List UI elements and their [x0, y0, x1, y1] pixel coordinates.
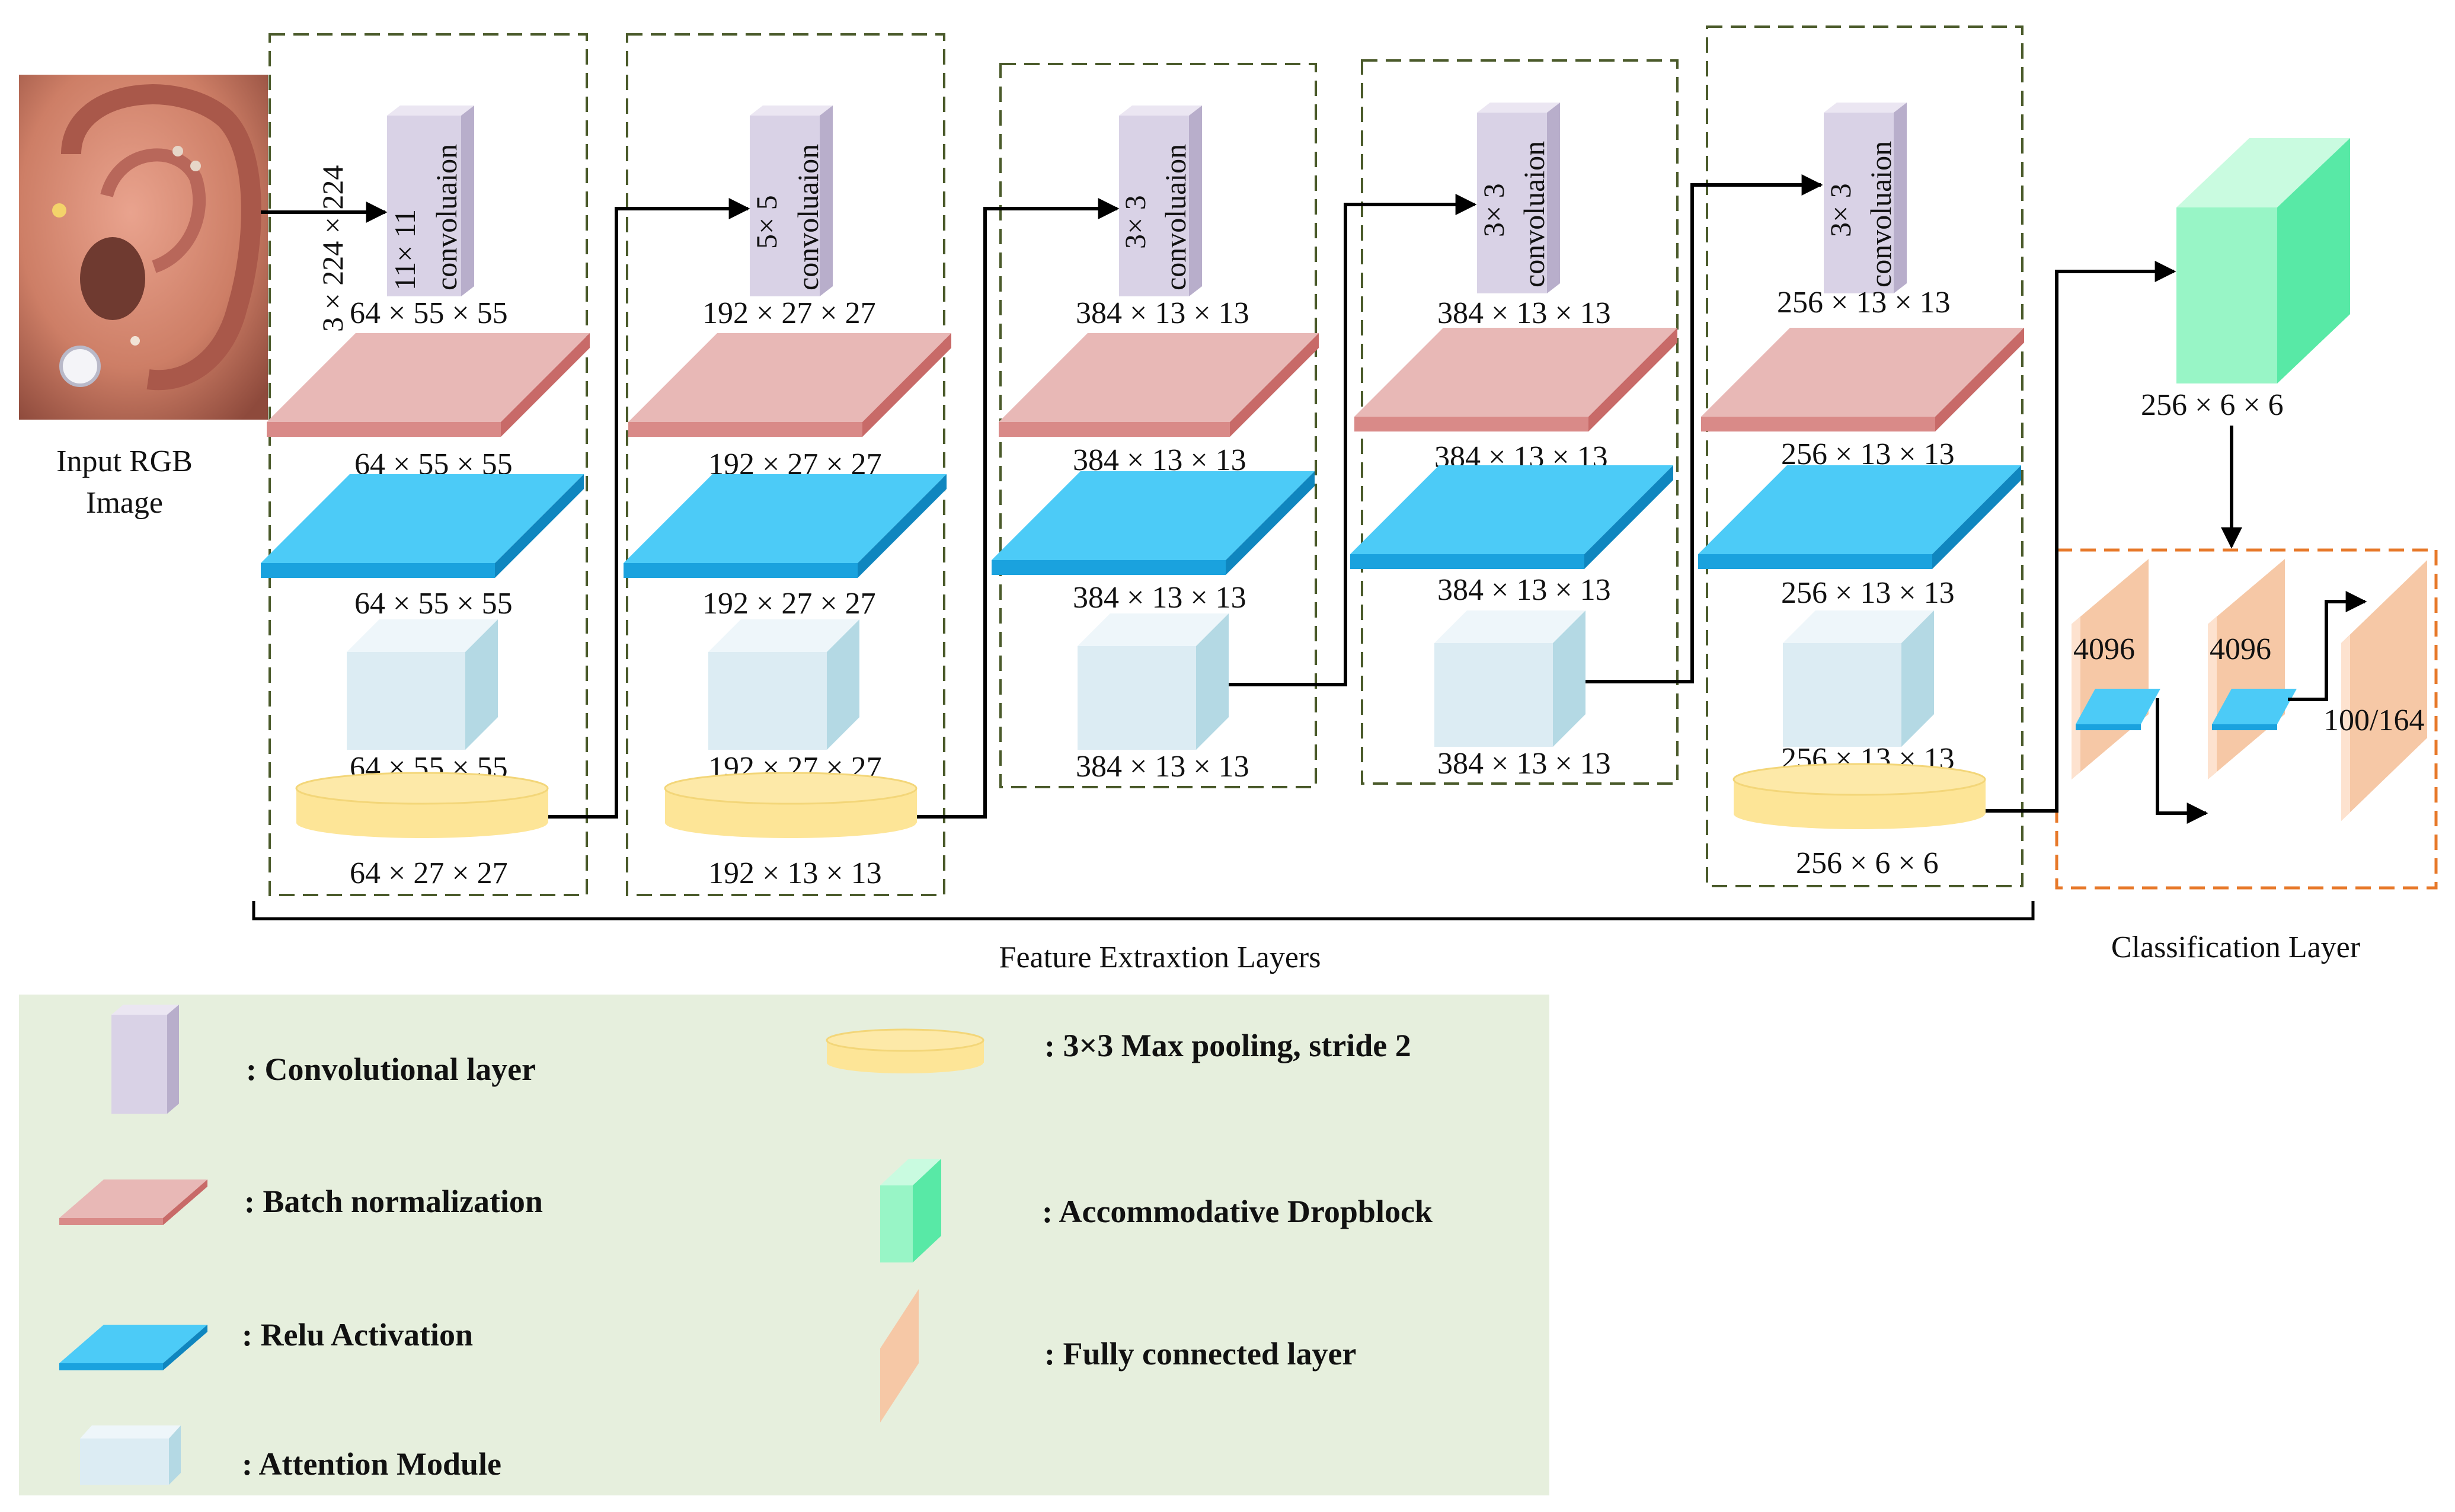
- arrow-block-5-to-dropblock: [1986, 261, 2176, 813]
- legend-conv-label: : Convolutional layer: [246, 1051, 536, 1087]
- legend: : Convolutional layer : Batch normalizat…: [19, 995, 1549, 1495]
- block-3-relu-output: 384 × 13 × 13: [1073, 581, 1246, 615]
- block-1-conv-label-2: convoluaion: [430, 144, 463, 290]
- legend-attention-icon: [80, 1425, 181, 1485]
- input-ear-image: [19, 75, 268, 420]
- block-3-attention-output: 384 × 13 × 13: [1076, 750, 1249, 784]
- feature-block-5: 3× 3 convoluaion 256 × 13 × 13 256 × 13 …: [1698, 25, 2024, 887]
- feature-extraction-bracket: [252, 901, 2035, 920]
- block-2-batchnorm-layer: [628, 333, 951, 437]
- classification-layer-label: Classification Layer: [2111, 931, 2360, 964]
- arrow-fc1-to-fc2: [2156, 698, 2208, 824]
- block-2-maxpool: [664, 772, 918, 838]
- fc-output-label: 100/164: [2323, 704, 2424, 737]
- arrow-block-2-to-block-3: [917, 198, 1120, 819]
- block-4-conv-label-2: convoluaion: [1517, 141, 1551, 287]
- block-2-conv-label-2: convoluaion: [791, 144, 824, 290]
- block-4-relu-layer: [1350, 465, 1673, 569]
- legend-attention-label: : Attention Module: [242, 1446, 501, 1482]
- block-5-conv-label-2: convoluaion: [1864, 141, 1897, 287]
- feature-block-4: 3× 3 convoluaion 384 × 13 × 13 384 × 13 …: [1350, 59, 1679, 785]
- legend-bn-label: : Batch normalization: [244, 1184, 543, 1219]
- block-5-conv-output: 256 × 13 × 13: [1777, 286, 1951, 319]
- fc-layer-2: [2208, 559, 2285, 779]
- legend-bn-icon: [59, 1179, 207, 1225]
- block-5-border: [1706, 25, 2024, 887]
- fc-layer-1: [2072, 559, 2149, 779]
- legend-dropblock-label: : Accommodative Dropblock: [1042, 1194, 1433, 1229]
- arrow-block-4-to-block-5: [1585, 174, 1823, 683]
- fc-2-label: 4096: [2210, 632, 2271, 666]
- block-3-attention-module: [1078, 613, 1229, 750]
- block-1-relu-layer: [261, 474, 584, 578]
- legend-background: [19, 995, 1549, 1495]
- fc-1-label: 4096: [2073, 632, 2135, 666]
- input-dims-label: 3 × 224 × 224: [316, 165, 349, 332]
- block-5-pool-output: 256 × 6 × 6: [1796, 846, 1939, 880]
- block-4-conv-label-1: 3× 3: [1477, 183, 1510, 237]
- block-1-pool-output: 64 × 27 × 27: [350, 856, 508, 890]
- block-4-conv-layer: [1477, 103, 1560, 293]
- legend-conv-icon: [111, 1005, 179, 1114]
- block-2-attention-module: [708, 619, 859, 750]
- block-4-attention-output: 384 × 13 × 13: [1437, 747, 1611, 781]
- block-1-attention-module: [347, 619, 498, 750]
- block-2-conv-label-1: 5× 5: [750, 195, 783, 249]
- block-3-conv-layer: [1119, 106, 1202, 296]
- block-2-conv-layer: [750, 106, 833, 296]
- block-5-conv-label-1: 3× 3: [1824, 183, 1857, 237]
- block-5-conv-layer: [1824, 103, 1907, 293]
- feature-block-1: 11× 11 convoluaion 64 × 55 × 55 64 × 55 …: [261, 33, 590, 896]
- block-2-border: [626, 33, 945, 896]
- block-5-relu-layer: [1698, 465, 2021, 569]
- block-1-conv-layer: [387, 106, 474, 296]
- block-1-relu-output: 64 × 55 × 55: [354, 587, 513, 621]
- block-1-conv-label-1: 11× 11: [388, 209, 421, 290]
- block-1-border: [268, 33, 588, 896]
- fc-layer-output: [2341, 560, 2427, 821]
- legend-pool-icon: [826, 1028, 984, 1073]
- block-5-batchnorm-layer: [1701, 328, 2024, 431]
- block-2-relu-output: 192 × 27 × 27: [702, 587, 876, 621]
- legend-relu-icon: [59, 1325, 207, 1370]
- fc-relu-1: [2076, 689, 2160, 730]
- dropblock-output: 256 × 6 × 6: [2141, 388, 2284, 422]
- feature-block-3: 3× 3 convoluaion 384 × 13 × 13 384 × 13 …: [992, 63, 1319, 788]
- feature-block-2: 5× 5 convoluaion 192 × 27 × 27 192 × 27 …: [624, 33, 951, 896]
- legend-fc-icon: [880, 1289, 919, 1423]
- block-3-conv-label-1: 3× 3: [1118, 195, 1152, 249]
- block-4-attention-module: [1434, 610, 1585, 747]
- legend-pool-label: : 3×3 Max pooling, stride 2: [1044, 1028, 1411, 1063]
- block-1-batchnorm-layer: [267, 333, 590, 437]
- block-2-relu-layer: [624, 474, 947, 578]
- block-1-conv-output: 64 × 55 × 55: [350, 296, 508, 330]
- legend-fc-label: : Fully connected layer: [1044, 1336, 1356, 1372]
- block-2-pool-output: 192 × 13 × 13: [708, 856, 882, 890]
- block-3-conv-label-2: convoluaion: [1159, 144, 1192, 290]
- block-1-maxpool: [295, 772, 549, 838]
- arrow-block-1-to-block-2: [548, 198, 750, 819]
- dropblock-cube: [2176, 138, 2350, 383]
- feature-extraction-label: Feature Extraxtion Layers: [999, 941, 1321, 974]
- legend-relu-label: : Relu Activation: [242, 1317, 473, 1353]
- block-5-relu-output: 256 × 13 × 13: [1781, 576, 1955, 610]
- input-label-line1: Input RGB: [56, 445, 193, 478]
- block-4-relu-output: 384 × 13 × 13: [1437, 573, 1611, 607]
- block-3-batchnorm-layer: [999, 333, 1319, 437]
- block-5-maxpool: [1732, 763, 1986, 829]
- arrow-block-3-to-block-4: [1229, 194, 1477, 686]
- flow-arrows: [252, 174, 2367, 920]
- block-3-relu-layer: [992, 471, 1315, 575]
- block-2-conv-output: 192 × 27 × 27: [702, 296, 876, 330]
- fc-relu-2: [2212, 689, 2297, 730]
- block-4-batchnorm-layer: [1354, 328, 1677, 431]
- legend-dropblock-icon: [880, 1159, 941, 1262]
- block-5-attention-module: [1783, 610, 1934, 747]
- block-4-conv-output: 384 × 13 × 13: [1437, 296, 1611, 330]
- input-label-line2: Image: [86, 486, 163, 520]
- block-3-conv-output: 384 × 13 × 13: [1076, 296, 1249, 330]
- arrow-fc2-to-output: [2288, 591, 2367, 701]
